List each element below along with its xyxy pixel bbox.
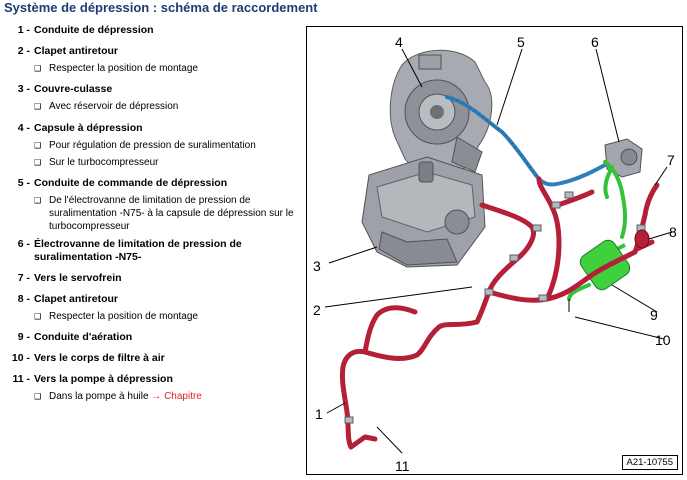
bullet-icon: ❑ bbox=[34, 102, 42, 111]
chapter-link[interactable]: → Chapitre bbox=[151, 391, 202, 402]
legend-subitem: Pour régulation de pression de suralimen… bbox=[49, 140, 256, 151]
legend-number: 7 bbox=[4, 272, 34, 285]
legend-number: 6 bbox=[4, 238, 34, 264]
bullet-icon: ❑ bbox=[34, 158, 42, 167]
legend-item-8: 8Clapet antiretour ❑ Respecter la positio… bbox=[4, 293, 302, 323]
check-valve-8 bbox=[634, 229, 650, 249]
legend-label: Vers le corps de filtre à air bbox=[34, 352, 165, 364]
legend-label: Couvre-culasse bbox=[34, 83, 113, 95]
legend-label: Conduite d'aération bbox=[34, 331, 133, 343]
legend-number: 11 bbox=[4, 373, 34, 386]
legend-label: Vers la pompe à dépression bbox=[34, 373, 173, 385]
vent-hose-green bbox=[567, 160, 631, 312]
legend-item-10: 10Vers le corps de filtre à air bbox=[4, 352, 302, 365]
legend-label: Clapet antiretour bbox=[34, 45, 119, 57]
cylinder-head-cover bbox=[361, 156, 486, 268]
legend-label: Vers le servofrein bbox=[34, 272, 122, 284]
legend-subitem: Dans la pompe à huile bbox=[49, 391, 149, 402]
legend-number: 9 bbox=[4, 331, 34, 344]
callout-6: 6 bbox=[591, 34, 599, 50]
solenoid-valve-n75 bbox=[604, 138, 643, 178]
legend-item-11: 11Vers la pompe à dépression ❑ Dans la po… bbox=[4, 373, 302, 403]
legend-item-1: 1Conduite de dépression bbox=[4, 24, 302, 37]
callout-1: 1 bbox=[315, 406, 323, 422]
bullet-icon: ❑ bbox=[34, 392, 42, 401]
callout-9: 9 bbox=[650, 307, 658, 323]
legend-subitem: Sur le turbocompresseur bbox=[49, 157, 159, 168]
diagram-illustration: 4 5 6 7 8 9 10 3 2 1 11 bbox=[313, 34, 677, 474]
legend-item-4: 4Capsule à dépression ❑ Pour régulation d… bbox=[4, 122, 302, 169]
legend-number: 2 bbox=[4, 45, 34, 58]
legend-number: 4 bbox=[4, 122, 34, 135]
legend-number: 8 bbox=[4, 293, 34, 306]
legend-number: 10 bbox=[4, 352, 34, 365]
leader-lines bbox=[324, 48, 673, 454]
bullet-icon: ❑ bbox=[34, 141, 42, 150]
callout-7: 7 bbox=[667, 152, 675, 168]
callout-4: 4 bbox=[395, 34, 403, 50]
callout-10: 10 bbox=[655, 332, 671, 348]
legend-label: Clapet antiretour bbox=[34, 293, 119, 305]
legend-item-9: 9Conduite d'aération bbox=[4, 331, 302, 344]
legend-item-5: 5Conduite de commande de dépression ❑ De … bbox=[4, 177, 302, 233]
legend-item-2: 2Clapet antiretour ❑ Respecter la positio… bbox=[4, 45, 302, 75]
connection-diagram: 4 5 6 7 8 9 10 3 2 1 11 A21-10755 bbox=[306, 26, 683, 475]
figure-reference: A21-10755 bbox=[621, 455, 678, 470]
callout-11: 11 bbox=[395, 458, 410, 474]
legend-label: Capsule à dépression bbox=[34, 122, 143, 134]
legend-subitem: De l'électrovanne de limitation de press… bbox=[49, 195, 294, 232]
legend-label: Conduite de commande de dépression bbox=[34, 177, 228, 189]
turbocharger-capsule bbox=[389, 49, 493, 174]
legend-label: Électrovanne de limitation de pression d… bbox=[34, 238, 242, 263]
legend-number: 5 bbox=[4, 177, 34, 190]
callout-3: 3 bbox=[313, 258, 321, 274]
callout-2: 2 bbox=[313, 302, 321, 318]
bullet-icon: ❑ bbox=[34, 64, 42, 73]
legend-subitem: Respecter la position de montage bbox=[49, 311, 198, 322]
legend-item-6: 6Électrovanne de limitation de pression … bbox=[4, 238, 302, 264]
legend-item-3: 3Couvre-culasse ❑ Avec réservoir de dépre… bbox=[4, 83, 302, 113]
legend-subitem: Respecter la position de montage bbox=[49, 63, 198, 74]
callout-8: 8 bbox=[669, 224, 677, 240]
legend-number: 3 bbox=[4, 83, 34, 96]
bullet-icon: ❑ bbox=[34, 196, 42, 205]
page-title: Système de dépression : schéma de raccor… bbox=[4, 0, 318, 15]
legend-subitem: Avec réservoir de dépression bbox=[49, 101, 179, 112]
bullet-icon: ❑ bbox=[34, 312, 42, 321]
callout-5: 5 bbox=[517, 34, 525, 50]
legend-number: 1 bbox=[4, 24, 34, 37]
legend-label: Conduite de dépression bbox=[34, 24, 154, 36]
legend-item-7: 7Vers le servofrein bbox=[4, 272, 302, 285]
